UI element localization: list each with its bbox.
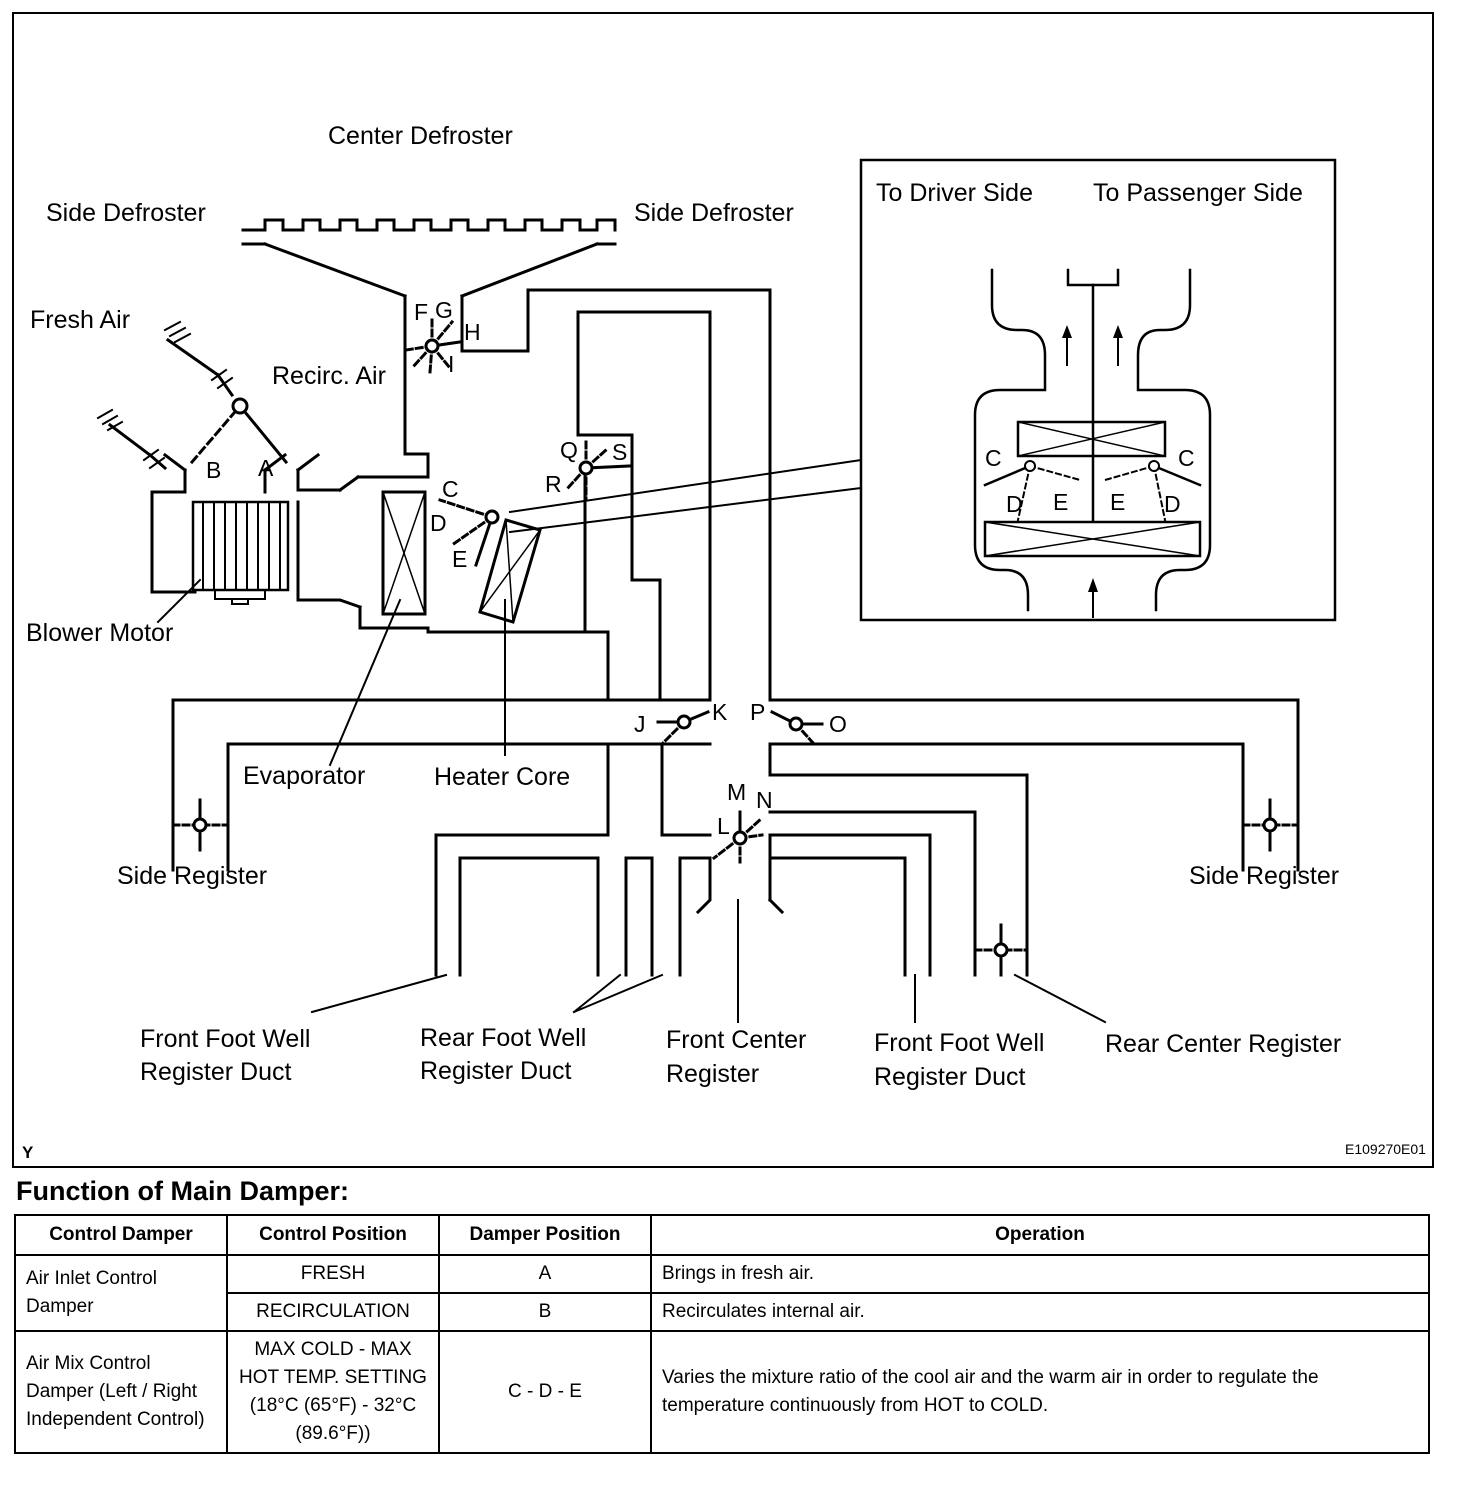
front-center-register-label-2: Register [666,1060,759,1088]
inset-letter-c-left: C [985,445,1002,471]
cell-damper-position-b: B [438,1292,652,1332]
center-defroster-label: Center Defroster [328,122,513,150]
damper-letter-c: C [442,476,459,502]
heater-core [478,518,542,624]
header-damper-position: Damper Position [438,1214,652,1256]
blower-motor-assembly [150,452,362,609]
side-register-left-damper [171,798,230,852]
damper-letter-o: O [829,711,847,737]
rear-center-register-damper [973,923,1029,977]
cell-position-recirculation: RECIRCULATION [226,1292,440,1332]
table-title: Function of Main Damper: [16,1176,349,1206]
damper-letter-g: G [435,297,453,323]
inset-detail [508,158,1337,622]
cell-position-temp-setting: MAX COLD - MAX HOT TEMP. SETTING (18°C (… [226,1330,440,1454]
to-driver-side-label: To Driver Side [876,179,1033,207]
to-passenger-side-label: To Passenger Side [1093,179,1303,207]
rear-center-register-label: Rear Center Register [1105,1030,1341,1058]
side-defroster-left-label: Side Defroster [46,199,206,227]
heater-core-label: Heater Core [434,763,570,791]
mode-damper-fghi [404,316,462,374]
cell-damper-position-a: A [438,1254,652,1294]
cell-damper-air-inlet: Air Inlet Control Damper [14,1254,228,1332]
damper-letter-h: H [464,319,481,345]
figure-code: E109270E01 [1345,1141,1426,1157]
damper-letter-r: R [545,471,562,497]
front-center-register-label-1: Front Center [666,1026,806,1054]
table-row: Air Mix Control Damper (Left / Right Ind… [14,1330,1430,1454]
front-foot-well-right-label-2: Register Duct [874,1063,1025,1091]
leader-lines [156,578,1107,1024]
inset-letter-d-left: D [1006,491,1023,517]
table-row: Air Inlet Control Damper FRESH A Brings … [14,1254,1430,1332]
cell-damper-air-mix: Air Mix Control Damper (Left / Right Ind… [14,1330,228,1454]
air-mix-damper [438,498,500,567]
cell-operation-fresh: Brings in fresh air. [650,1254,1430,1294]
rear-foot-well-label-1: Rear Foot Well [420,1024,586,1052]
recirc-air-label: Recirc. Air [272,362,386,390]
damper-letter-p: P [750,699,765,725]
damper-function-table: Control Damper Control Position Damper P… [14,1214,1430,1454]
inset-letter-e-right: E [1110,489,1125,515]
damper-letter-f: F [414,299,428,325]
cell-operation-recirculation: Recirculates internal air. [650,1292,1430,1332]
evaporator-core [381,490,427,616]
corner-code: Y [22,1143,34,1162]
evaporator-label: Evaporator [243,762,365,790]
diagram-frame [12,12,1434,1168]
damper-letter-d: D [430,510,447,536]
defroster-outlets [241,218,617,298]
inset-letter-d-right: D [1164,491,1181,517]
header-operation: Operation [650,1214,1430,1256]
hvac-airflow-diagram: Center Defroster Side Defroster Side Def… [22,122,1426,1162]
damper-letter-a: A [258,455,274,481]
damper-letter-i: I [448,351,454,377]
damper-letter-b: B [206,457,221,483]
damper-letter-j: J [634,711,646,737]
table-header-row: Control Damper Control Position Damper P… [14,1214,1430,1256]
mode-damper-qrs [563,438,632,502]
register-damper-lmn [711,810,765,864]
air-inlet-ducts [96,320,235,471]
side-register-left-label: Side Register [117,862,267,890]
air-inlet-damper [189,397,289,465]
table-row: RECIRCULATION B Recirculates internal ai… [15,1292,1430,1332]
blower-motor-label: Blower Motor [26,619,173,647]
damper-letter-k: K [712,699,728,725]
cell-operation-air-mix: Varies the mixture ratio of the cool air… [650,1330,1430,1454]
front-foot-well-right-label-1: Front Foot Well [874,1029,1044,1057]
register-damper-po [769,709,824,747]
damper-letter-l: L [717,813,730,839]
side-register-right-label: Side Register [1189,862,1339,890]
side-defroster-right-label: Side Defroster [634,199,794,227]
header-control-damper: Control Damper [14,1214,228,1256]
fresh-air-label: Fresh Air [30,306,130,334]
damper-letter-q: Q [560,437,578,463]
damper-letter-s: S [612,439,627,465]
front-foot-well-left-label-1: Front Foot Well [140,1025,310,1053]
inset-letter-c-right: C [1178,445,1195,471]
cell-damper-position-cde: C - D - E [438,1330,652,1454]
damper-letter-m: M [727,779,746,805]
main-duct [171,288,1300,977]
damper-letter-n: N [756,787,773,813]
front-foot-well-left-label-2: Register Duct [140,1058,291,1086]
side-register-right-damper [1241,798,1300,852]
register-damper-jk [656,710,710,747]
rear-foot-well-label-2: Register Duct [420,1057,571,1085]
inset-letter-e-left: E [1053,489,1068,515]
header-control-position: Control Position [226,1214,440,1256]
damper-letter-e: E [452,546,467,572]
cell-position-fresh: FRESH [226,1254,440,1294]
